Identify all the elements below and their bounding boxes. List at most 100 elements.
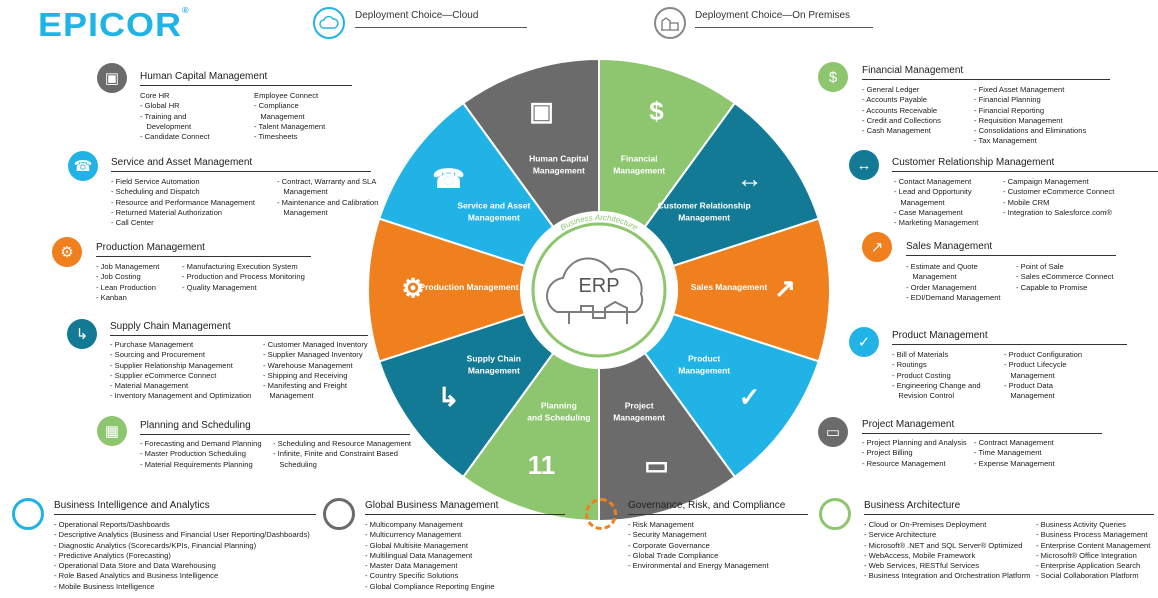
wheel-segment-label: Production Management (419, 282, 518, 292)
feature-item: - Engineering Change and (892, 380, 981, 390)
feature-item: - Predictive Analytics (Forecasting) (54, 550, 171, 560)
calendar-icon: 11 (528, 450, 556, 480)
feature-item: - Integration to Salesforce.com® (1003, 207, 1113, 217)
feature-item: - Estimate and Quote (906, 262, 978, 271)
process-flow-icon: ⚙ (52, 237, 82, 267)
feature-item: - Security Management (628, 530, 707, 540)
wheel-segment-label: Human Capital (529, 153, 589, 163)
section-list-sam: - Field Service Automation- Scheduling a… (111, 177, 255, 228)
feature-item: - Descriptive Analytics (Business and Fi… (54, 530, 310, 540)
feature-item: - Credit and Collections (862, 115, 941, 125)
feature-item: - Lead and Opportunity (894, 187, 972, 197)
feature-item: - Project Billing (862, 448, 913, 458)
wheel-segment-label: Planning (541, 401, 577, 411)
feature-item: - Bill of Materials (892, 350, 949, 359)
feature-item: - Master Production Scheduling (140, 449, 246, 459)
clipboard-check-icon: ✓ (849, 327, 879, 357)
feature-item: - Mobile Business Intelligence (54, 581, 155, 591)
feature-item: - Resource and Performance Management (111, 197, 255, 207)
feature-item: Management (1004, 391, 1055, 401)
section-title-hcm: Human Capital Management (140, 71, 352, 86)
feature-item: - Requisition Management (974, 115, 1063, 125)
section-ring-icon (12, 498, 44, 530)
wheel-segment-label: Management (468, 365, 520, 375)
feature-item: - Scheduling and Dispatch (111, 187, 200, 197)
feature-item: - Country Specific Solutions (365, 571, 459, 581)
section-list-prod: - Job Management- Job Costing- Lean Prod… (96, 262, 159, 303)
handshake-icon: ↔ (849, 150, 879, 180)
feature-item: - Contract Management (974, 438, 1054, 447)
section-list-plan: - Forecasting and Demand Planning- Maste… (140, 439, 262, 470)
wheel-segment-label: Sales Management (691, 282, 768, 292)
business-architecture-ring (531, 222, 667, 358)
section-list-ba: - Cloud or On-Premises Deployment- Servi… (864, 520, 1030, 582)
buildings-icon (568, 300, 628, 324)
feature-item: - Kanban (96, 292, 127, 302)
feature-item: - Manifesting and Freight (263, 381, 347, 391)
feature-item: - Sales eCommerce Connect (1016, 272, 1114, 282)
feature-item: - Global Compliance Reporting Engine (365, 581, 495, 591)
feature-item: - Purchase Management (110, 340, 194, 349)
feature-item: - Manufacturing Execution System (182, 262, 298, 271)
section-list-bi: - Operational Reports/Dashboards- Descri… (54, 520, 310, 592)
presentation-board-icon: ▭ (644, 450, 669, 480)
feature-item: - Maintenance and Calibration (277, 197, 379, 207)
feature-item: - Job Management (96, 262, 160, 271)
feature-item: - Infinite, Finite and Constraint Based (273, 449, 398, 459)
feature-item: - Service Architecture (864, 530, 937, 540)
headset-agent-icon: ☎ (432, 164, 464, 194)
section-list-project: - Contract Management- Time Management- … (974, 438, 1055, 469)
section-list-hcm: Core HR- Global HR- Training and Develop… (140, 91, 210, 142)
section-list-grc: - Risk Management- Security Management- … (628, 520, 769, 571)
feature-item: - Accounts Receivable (862, 105, 938, 115)
feature-item: Management (277, 187, 328, 197)
feature-item: - Product Configuration (1004, 350, 1083, 359)
feature-item: - Campaign Management (1003, 177, 1089, 186)
section-title-project: Project Management (862, 419, 1102, 434)
feature-item: - Fixed Asset Management (974, 85, 1065, 94)
feature-item: Scheduling (273, 459, 317, 469)
feature-item: - Accounts Payable (862, 95, 928, 105)
wheel-segment-label: Service and Asset (457, 201, 530, 211)
feature-item: - Compliance (254, 101, 299, 111)
section-title-crm: Customer Relationship Management (892, 157, 1158, 172)
deployment-cloud-title: Deployment Choice—Cloud (355, 10, 527, 28)
feature-item: Management (894, 197, 945, 207)
feature-item: - General Ledger (862, 85, 920, 94)
feature-item: - Diagnostic Analytics (Scorecards/KPIs,… (54, 540, 257, 550)
feature-item: - Marketing Management (894, 218, 979, 228)
section-list-crm: - Contact Management- Lead and Opportuni… (894, 177, 978, 228)
buildings-icon (654, 7, 686, 39)
feature-item: - Inventory Management and Optimization (110, 391, 252, 401)
handshake-icon: ↔ (736, 164, 762, 194)
feature-item: - EDI/Demand Management (906, 292, 1001, 302)
wheel-segment-label: Management (678, 213, 730, 223)
feature-item: Management (1004, 370, 1055, 380)
section-list-product: - Product Configuration- Product Lifecyc… (1004, 350, 1082, 401)
feature-item: - Capable to Promise (1016, 282, 1088, 292)
feature-item: - Supplier Managed Inventory (263, 350, 363, 360)
section-list-gbm: - Multicompany Management- Multicurrency… (365, 520, 495, 592)
feature-item: - Material Requirements Planning (140, 459, 253, 469)
feature-item: - Timesheets (254, 132, 298, 142)
feature-item: - Global HR (140, 101, 180, 111)
section-title-gbm: Global Business Management (365, 500, 565, 515)
wheel-segment-label: Product (688, 353, 720, 363)
wheel-segment-label: Financial (621, 153, 658, 163)
feature-item: - Master Data Management (365, 561, 458, 571)
feature-item: - Production and Process Monitoring (182, 272, 305, 282)
feature-item: - Shipping and Receiving (263, 370, 348, 380)
section-title-fin: Financial Management (862, 65, 1110, 80)
feature-item: Management (277, 207, 328, 217)
feature-item: - Tax Management (974, 136, 1037, 146)
wheel-segment-label: Management (468, 213, 520, 223)
feature-item: - Customer eCommerce Connect (1003, 187, 1115, 197)
section-list-product: - Bill of Materials- Routings- Product C… (892, 350, 981, 401)
feature-item: - Global Multisite Management (365, 540, 468, 550)
feature-item: - Job Costing (96, 272, 141, 282)
section-list-prod: - Manufacturing Execution System- Produc… (182, 262, 305, 293)
magnifier-dollar-icon: $ (818, 62, 848, 92)
section-list-project: - Project Planning and Analysis- Project… (862, 438, 967, 469)
section-ring-icon (819, 498, 851, 530)
wheel-segment-label: Supply Chain (467, 353, 521, 363)
